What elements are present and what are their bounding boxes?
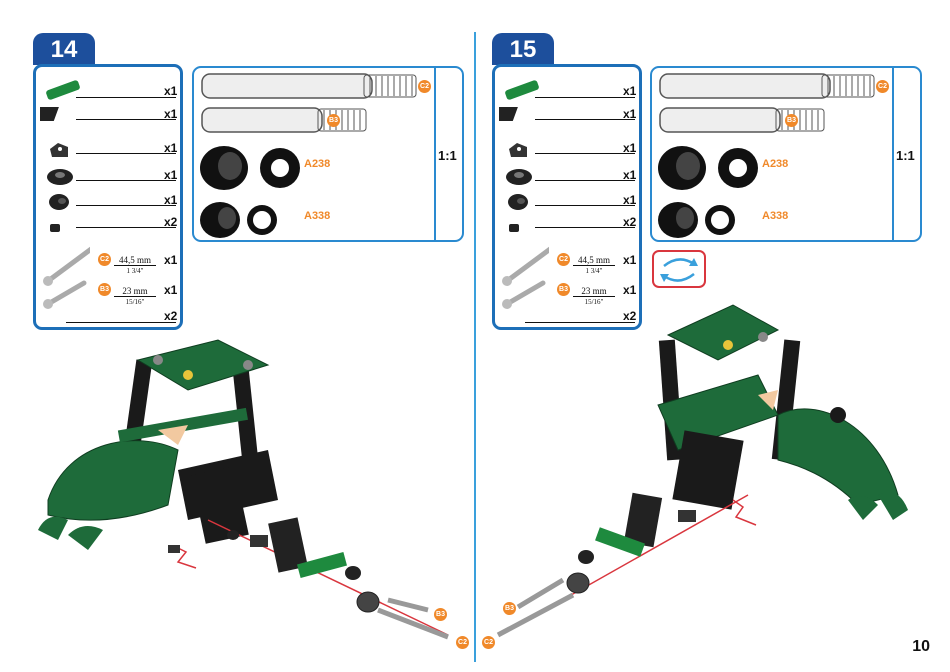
nut-icon: [50, 224, 60, 232]
callout-c2: C2: [456, 636, 469, 649]
qty-label: x1: [623, 168, 636, 182]
qty-label: x1: [623, 84, 636, 98]
long-bolt-icon: [502, 241, 549, 286]
qty-label: x1: [623, 107, 636, 121]
scale-chart-step-15: C2 B3 A238 A338 1:1: [650, 66, 922, 242]
page-number: 10: [912, 638, 930, 656]
exploded-parts: [498, 493, 756, 635]
tractor-body: [658, 375, 898, 510]
parts-icons: [40, 71, 90, 331]
big-wheel-scale-icon: [260, 148, 300, 188]
callout-c2: C2: [482, 636, 495, 649]
nut-icon: [509, 224, 519, 232]
scale-ratio: 1:1: [438, 148, 457, 163]
long-bolt-scale-icon: [660, 74, 874, 98]
small-wheel-scale-icon: [247, 205, 277, 235]
front-claws: [38, 517, 103, 550]
qty-label: x2: [623, 215, 636, 229]
qty-label: x2: [164, 215, 177, 229]
part-code-a338: A338: [304, 210, 330, 222]
callout-b3: B3: [503, 602, 516, 615]
bolt-code-badge: C2: [98, 253, 111, 266]
long-bolt-scale-icon: [202, 74, 416, 98]
wheel-icon: [506, 169, 532, 185]
scale-chart-step-14: C2 B3 A238 A338 1:1: [192, 66, 464, 242]
square-plate-icon: [499, 107, 518, 121]
rotate-arrows-icon: [654, 252, 704, 286]
code-badge-c2: C2: [418, 80, 431, 93]
qty-label: x1: [164, 283, 177, 297]
big-tire-scale-icon: [658, 146, 706, 190]
small-wheel-scale-icon: [705, 205, 735, 235]
qty-label: x1: [623, 141, 636, 155]
qty-label: x1: [164, 168, 177, 182]
tractor-model-illustration: [28, 330, 468, 660]
bracket-icon: [50, 143, 68, 157]
qty-label: x1: [164, 84, 177, 98]
qty-label: x1: [164, 253, 177, 267]
wheel-icon: [47, 169, 73, 185]
small-tire-scale-icon: [200, 202, 240, 238]
short-bolt-scale-icon: [202, 108, 366, 132]
step-number-14: 14: [33, 33, 95, 65]
small-tire-scale-icon: [658, 202, 698, 238]
bolt-code-badge: C2: [557, 253, 570, 266]
callout-b3: B3: [434, 608, 447, 621]
part-code-a238: A238: [762, 158, 788, 170]
tire-icon: [49, 194, 69, 210]
big-wheel-scale-icon: [718, 148, 758, 188]
long-bolt-icon: [43, 241, 90, 286]
bolt-code-badge: B3: [98, 283, 111, 296]
short-bolt-scale-icon: [660, 108, 824, 132]
part-code-a238: A238: [304, 158, 330, 170]
qty-label: x2: [164, 309, 177, 323]
code-badge-b3: B3: [327, 114, 340, 127]
code-badge-b3: B3: [785, 114, 798, 127]
page-divider: [474, 32, 476, 662]
qty-label: x1: [623, 253, 636, 267]
parts-icons: [499, 71, 549, 331]
qty-label: x1: [164, 141, 177, 155]
qty-label: x1: [623, 193, 636, 207]
part-code-a338: A338: [762, 210, 788, 222]
square-plate-icon: [40, 107, 59, 121]
rotate-model-indicator: [652, 250, 706, 288]
big-tire-scale-icon: [200, 146, 248, 190]
scale-ratio: 1:1: [896, 148, 915, 163]
short-bolt-icon: [43, 283, 84, 309]
tire-icon: [508, 194, 528, 210]
code-badge-c2: C2: [876, 80, 889, 93]
step-number-15: 15: [492, 33, 554, 65]
qty-label: x1: [164, 107, 177, 121]
bracket-icon: [509, 143, 527, 157]
tractor-model-illustration-rotated: [478, 295, 918, 655]
qty-label: x1: [164, 193, 177, 207]
